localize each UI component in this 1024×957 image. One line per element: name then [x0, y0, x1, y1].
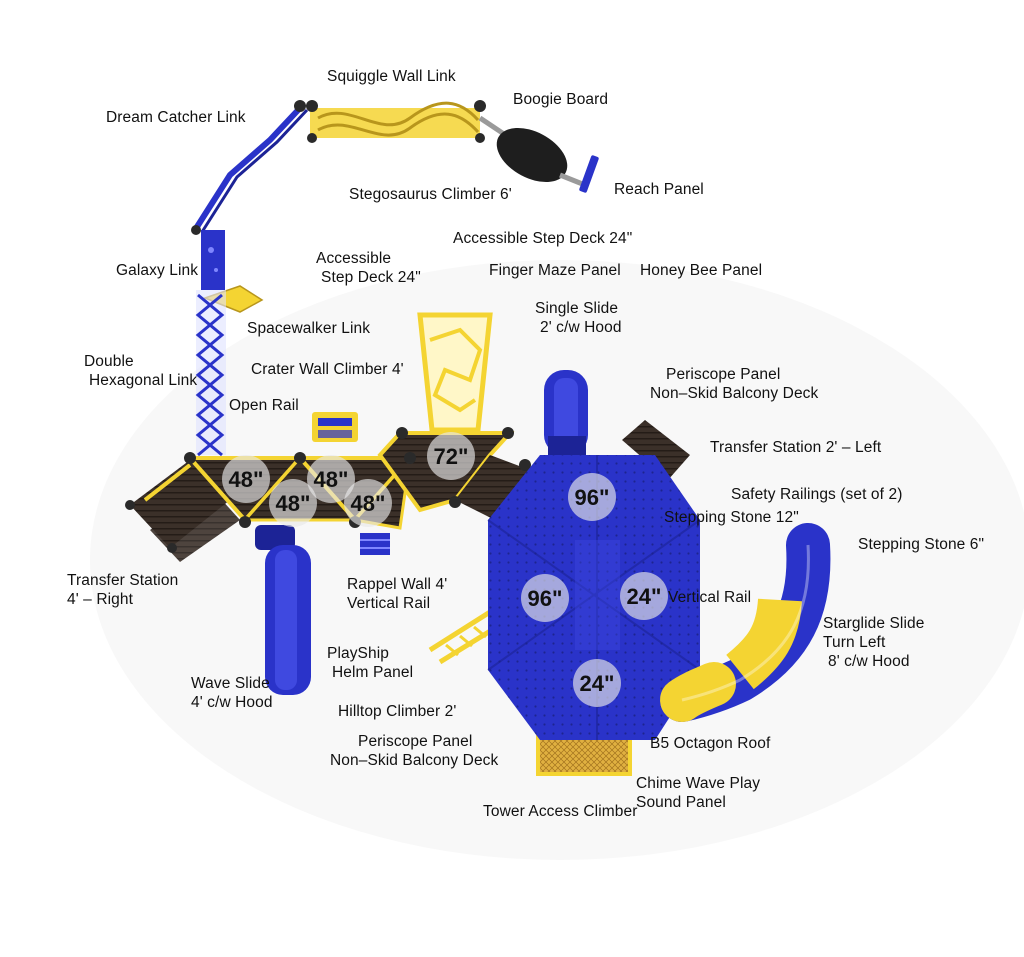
label-periscope-panel-top-line1: Periscope Panel — [666, 366, 781, 383]
label-periscope-panel-bottom-line2: Non–Skid Balcony Deck — [330, 752, 499, 769]
periscope-panel-top — [622, 420, 690, 480]
height-label-96-top: 96" — [575, 485, 610, 510]
label-double-hexagonal-link-line2: Hexagonal Link — [89, 372, 198, 389]
transfer-station-right — [125, 460, 240, 562]
label-boogie-board: Boogie Board — [513, 91, 609, 108]
label-periscope-panel-bottom: Periscope Panel Non–Skid Balcony Deck — [330, 732, 498, 770]
label-wave-slide: Wave Slide 4' c/w Hood — [191, 674, 273, 712]
height-marker-96-left — [521, 574, 569, 622]
height-label-72: 72" — [434, 444, 469, 469]
single-slide — [544, 370, 588, 458]
label-starglide-slide: Starglide Slide Turn Left 8' c/w Hood — [823, 614, 924, 671]
label-playship-helm-panel-line1: PlayShip — [327, 645, 389, 662]
label-chime-wave-panel-line1: Chime Wave Play — [636, 775, 761, 792]
label-accessible-step-deck-left-line1: Accessible — [316, 250, 392, 267]
label-open-rail: Open Rail — [229, 397, 299, 414]
label-wave-slide-line1: Wave Slide — [191, 675, 270, 692]
label-playship-helm-panel-line2: Helm Panel — [332, 664, 414, 681]
label-galaxy-link: Galaxy Link — [116, 262, 199, 279]
label-crater-wall-climber: Crater Wall Climber 4' — [251, 361, 404, 378]
deck-height-markers: 48" 48" 48" 48" 72" 96" 96" 24" 24" — [222, 432, 668, 707]
label-double-hexagonal-link-line1: Double — [84, 353, 134, 370]
height-label-96-left: 96" — [528, 586, 563, 611]
label-accessible-step-deck-left: Accessible Step Deck 24" — [316, 249, 421, 287]
reach-panel — [579, 155, 599, 193]
label-starglide-slide-line2: Turn Left — [823, 634, 886, 651]
height-label-48-c: 48" — [314, 467, 349, 492]
label-transfer-station-right: Transfer Station 4' – Right — [67, 571, 178, 609]
label-stepping-stone-6: Stepping Stone 6" — [858, 536, 985, 553]
wave-slide — [255, 525, 311, 695]
label-tower-access-climber: Tower Access Climber — [483, 803, 638, 820]
b5-octagon-roof — [487, 455, 701, 740]
label-spacewalker-link: Spacewalker Link — [247, 320, 371, 337]
label-transfer-station-right-line2: 4' – Right — [67, 591, 133, 608]
label-finger-maze-panel: Finger Maze Panel — [489, 262, 621, 279]
label-double-hexagonal-link: Double Hexagonal Link — [84, 352, 197, 390]
boogie-board — [478, 115, 586, 188]
height-marker-72 — [427, 432, 475, 480]
label-stepping-stone-12: Stepping Stone 12" — [664, 509, 799, 526]
squiggle-wall-link — [306, 100, 486, 143]
galaxy-link — [201, 230, 225, 290]
rappel-wall — [360, 533, 390, 555]
label-starglide-slide-line1: Starglide Slide — [823, 615, 925, 632]
dream-catcher-link — [191, 100, 309, 235]
label-periscope-panel-bottom-line1: Periscope Panel — [358, 733, 473, 750]
label-single-slide-line2: 2' c/w Hood — [540, 319, 622, 336]
label-vertical-rail-right: Vertical Rail — [668, 589, 752, 606]
label-dream-catcher-link: Dream Catcher Link — [106, 109, 246, 126]
label-transfer-station-right-line1: Transfer Station — [67, 572, 179, 589]
label-chime-wave-panel-line2: Sound Panel — [636, 794, 726, 811]
label-rappel-wall-line1: Rappel Wall 4' — [347, 576, 448, 593]
label-reach-panel: Reach Panel — [614, 181, 704, 198]
label-rappel-wall: Rappel Wall 4' Vertical Rail — [347, 575, 447, 613]
height-marker-48-b — [269, 479, 317, 527]
label-accessible-step-deck-left-line2: Step Deck 24" — [321, 269, 421, 286]
label-vertical-rail-left: Vertical Rail — [347, 595, 431, 612]
label-transfer-station-left: Transfer Station 2' – Left — [710, 439, 882, 456]
label-chime-wave-panel: Chime Wave Play Sound Panel — [636, 774, 760, 812]
label-accessible-step-deck-top: Accessible Step Deck 24" — [453, 230, 633, 247]
label-honey-bee-panel: Honey Bee Panel — [640, 262, 763, 279]
label-playship-helm-panel: PlayShip Helm Panel — [327, 644, 413, 682]
label-squiggle-wall-link: Squiggle Wall Link — [327, 68, 456, 85]
height-marker-24-right — [620, 572, 668, 620]
height-label-24-right: 24" — [627, 584, 662, 609]
playship-helm-panel — [312, 412, 358, 442]
label-safety-railings: Safety Railings (set of 2) — [731, 486, 903, 503]
label-starglide-slide-line3: 8' c/w Hood — [828, 653, 910, 670]
height-label-48-d: 48" — [351, 491, 386, 516]
label-wave-slide-line2: 4' c/w Hood — [191, 694, 273, 711]
label-stegosaurus-climber: Stegosaurus Climber 6' — [349, 186, 512, 203]
label-hilltop-climber: Hilltop Climber 2' — [338, 703, 457, 720]
spacewalker-link — [202, 285, 264, 313]
height-label-48-b: 48" — [276, 491, 311, 516]
label-periscope-panel-top: Periscope Panel Non–Skid Balcony Deck — [650, 365, 818, 403]
height-label-24-bottom: 24" — [580, 671, 615, 696]
crater-wall-climber — [417, 312, 493, 433]
double-hexagonal-link — [195, 290, 226, 457]
height-label-48-a: 48" — [229, 467, 264, 492]
height-marker-48-a — [222, 455, 270, 503]
height-marker-96-top — [568, 473, 616, 521]
height-marker-24-bottom — [573, 659, 621, 707]
height-marker-48-c — [307, 455, 355, 503]
label-periscope-panel-top-line2: Non–Skid Balcony Deck — [650, 385, 819, 402]
label-b5-octagon-roof: B5 Octagon Roof — [650, 735, 771, 752]
height-marker-48-d — [344, 479, 392, 527]
starglide-slide — [660, 523, 831, 722]
label-single-slide: Single Slide 2' c/w Hood — [535, 299, 622, 337]
label-single-slide-line1: Single Slide — [535, 300, 619, 317]
